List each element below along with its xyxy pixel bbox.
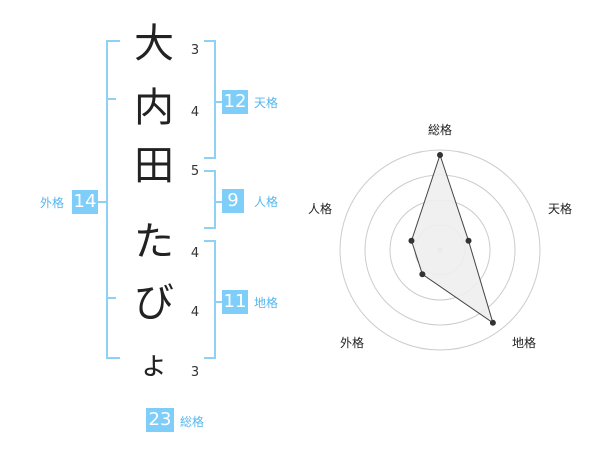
radar-chart: [339, 149, 541, 351]
name-char-5: び: [134, 280, 174, 326]
name-char-4: た: [134, 219, 174, 265]
radar-point-5: [408, 237, 415, 244]
name-char-1: 大: [134, 21, 174, 67]
chikaku-value: 11: [222, 290, 248, 314]
tenkaku-label: 天格: [254, 96, 279, 110]
jinkaku-value: 9: [222, 189, 244, 213]
radar-axis-label-tenkaku: 天格: [548, 202, 573, 216]
stroke-count-6: 3: [190, 365, 200, 380]
radar-ring: [339, 149, 541, 351]
radar-point-1: [437, 152, 443, 158]
gaikaku-label: 外格: [40, 196, 65, 210]
radar-polygon: [410, 153, 494, 325]
stroke-count-3: 5: [190, 164, 200, 179]
radar-axis-label-jinkaku: 人格: [308, 202, 333, 216]
stroke-count-5: 4: [190, 305, 200, 320]
radar-point-3: [489, 319, 496, 326]
stroke-count-4: 4: [190, 246, 200, 261]
name-char-3: 田: [134, 143, 174, 189]
tenkaku-value: 12: [222, 90, 248, 114]
radar-point-2: [465, 237, 472, 244]
gaikaku-value: 14: [72, 190, 98, 214]
radar-shape: [408, 152, 496, 326]
name-char-2: 内: [134, 85, 174, 131]
radar-axis-label-chikaku: 地格: [512, 336, 537, 350]
radar-point-4: [419, 271, 426, 278]
name-char-6: ょ: [139, 347, 169, 382]
stroke-count-1: 3: [190, 43, 200, 58]
soukaku-label: 総格: [180, 415, 205, 429]
chikaku-label: 地格: [254, 296, 279, 310]
radar-axis-label-gaikaku: 外格: [340, 336, 365, 350]
soukaku-value: 23: [146, 408, 174, 432]
radar-axis-label-soukaku: 総格: [428, 123, 453, 137]
jinkaku-label: 人格: [254, 195, 279, 209]
stroke-count-2: 4: [190, 105, 200, 120]
